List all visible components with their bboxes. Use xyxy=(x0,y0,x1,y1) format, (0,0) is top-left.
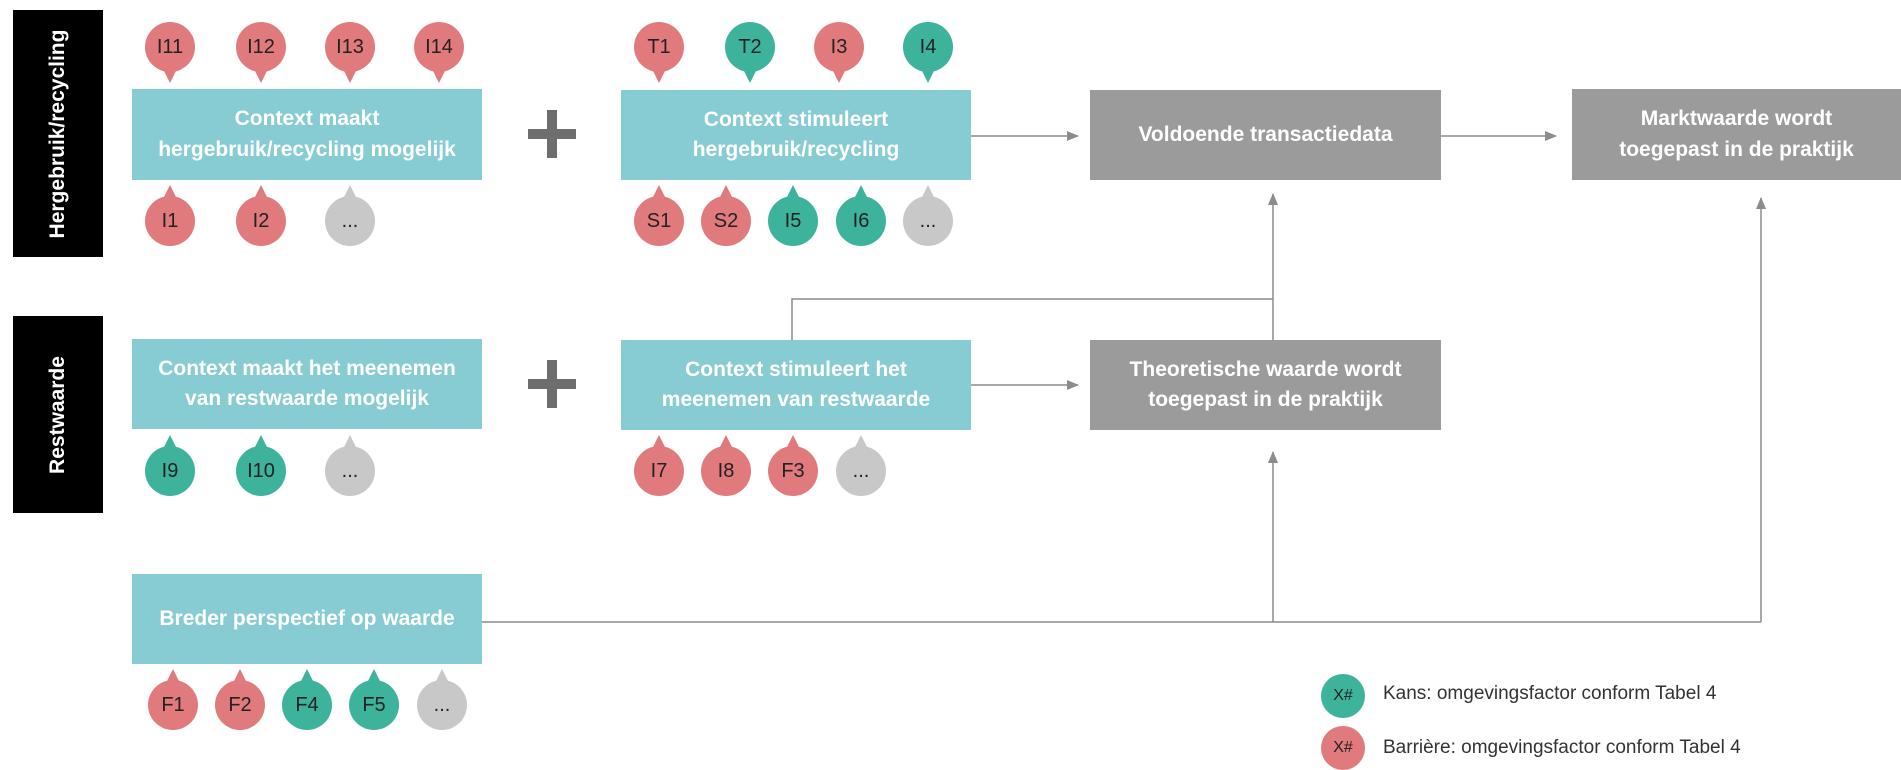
pin-barriere: F3 xyxy=(768,435,818,496)
pin-kans: I5 xyxy=(768,185,818,246)
legend-barriere-text: Barrière: omgevingsfactor conform Tabel … xyxy=(1383,737,1741,758)
pin-barriere: I3 xyxy=(814,22,864,83)
pin-placeholder: ... xyxy=(903,185,953,246)
pin-barriere: I2 xyxy=(236,185,286,246)
pin-barriere: S2 xyxy=(701,185,751,246)
pin-kans: T2 xyxy=(725,22,775,83)
box-context-stimuleert-restwaarde: Context stimuleert het meenemen van rest… xyxy=(621,340,971,430)
pin-kans: I6 xyxy=(836,185,886,246)
pin-barriere: T1 xyxy=(634,22,684,83)
pin-barriere: I12 xyxy=(236,22,286,83)
plus-icon-restwaarde xyxy=(528,360,576,408)
pin-placeholder: ... xyxy=(325,185,375,246)
pin-kans: I10 xyxy=(236,435,286,496)
side-label-hergebruik: Hergebruik/recycling xyxy=(13,10,103,257)
side-label-restwaarde: Restwaarde xyxy=(13,316,103,513)
pin-barriere: I11 xyxy=(145,22,195,83)
box-breder-perspectief: Breder perspectief op waarde xyxy=(132,574,482,664)
pin-kans: F4 xyxy=(282,669,332,730)
box-theoretische-waarde: Theoretische waarde wordt toegepast in d… xyxy=(1090,340,1441,430)
pin-barriere: I14 xyxy=(414,22,464,83)
box-context-stimuleert-hergebruik: Context stimuleert hergebruik/recycling xyxy=(621,90,971,180)
legend-barriere-icon: X# xyxy=(1321,726,1365,770)
pin-barriere: S1 xyxy=(634,185,684,246)
pin-placeholder: ... xyxy=(836,435,886,496)
pin-kans: I4 xyxy=(903,22,953,83)
pin-barriere: I13 xyxy=(325,22,375,83)
pin-placeholder: ... xyxy=(417,669,467,730)
line-restwaarde-to-transactiedata xyxy=(791,298,1273,340)
pin-kans: I9 xyxy=(145,435,195,496)
plus-icon-hergebruik xyxy=(528,110,576,158)
pin-barriere: I8 xyxy=(701,435,751,496)
box-voldoende-transactiedata: Voldoende transactiedata xyxy=(1090,90,1441,180)
pin-barriere: I7 xyxy=(634,435,684,496)
box-context-maakt-hergebruik: Context maakt hergebruik/recycling mogel… xyxy=(132,89,482,180)
pin-placeholder: ... xyxy=(325,435,375,496)
box-context-maakt-restwaarde: Context maakt het meenemen van restwaard… xyxy=(132,339,482,429)
pin-barriere: F2 xyxy=(215,669,265,730)
legend-kans-icon: X# xyxy=(1321,674,1365,718)
box-marktwaarde: Marktwaarde wordt toegepast in de prakti… xyxy=(1572,89,1901,180)
pin-kans: F5 xyxy=(349,669,399,730)
pin-barriere: I1 xyxy=(145,185,195,246)
pin-barriere: F1 xyxy=(148,669,198,730)
legend-kans-text: Kans: omgevingsfactor conform Tabel 4 xyxy=(1383,683,1717,704)
